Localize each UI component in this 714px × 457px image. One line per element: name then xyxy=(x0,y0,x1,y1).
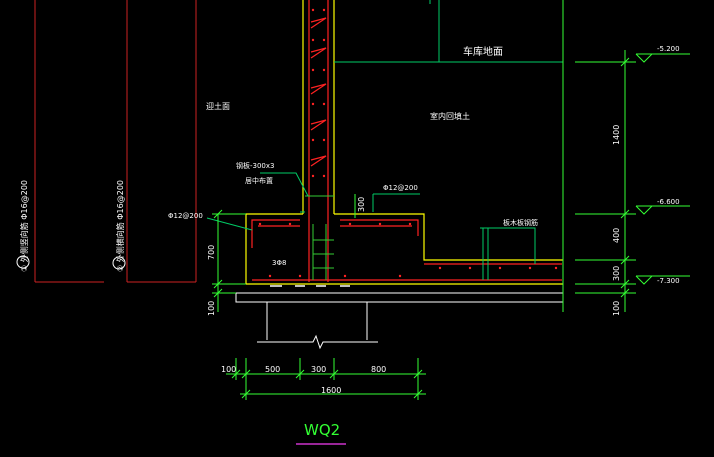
dim-bottom-total: 1600 xyxy=(321,386,341,395)
elevation-bottom: -7.300 xyxy=(657,277,680,285)
dim-left-100: 100 xyxy=(207,301,216,316)
dim-left-700: 700 xyxy=(207,245,216,260)
wall-rebar xyxy=(251,0,562,282)
rebar-note-1-text: ① 外侧竖向筋 Φ16@200 xyxy=(19,180,29,272)
drawing-title: WQ2 xyxy=(304,421,340,439)
waterstop-note-label: 居中布置 xyxy=(245,176,273,185)
leader-lines xyxy=(206,0,563,280)
dim-right-400: 400 xyxy=(612,228,621,243)
rebar-note-2: ② 外侧横向筋 Φ16@200 xyxy=(112,180,126,272)
dim-right-300: 300 xyxy=(612,266,621,281)
right-dimension xyxy=(562,0,690,312)
backfill-label: 迎土面 xyxy=(206,101,230,111)
wall-outline xyxy=(245,0,563,284)
dim-bottom-300: 300 xyxy=(311,365,326,374)
rebar-dots xyxy=(258,8,558,278)
slab-rebar-note-label: 板木板钢筋 xyxy=(503,218,538,227)
dim-bottom-500: 500 xyxy=(265,365,280,374)
left-dimension xyxy=(212,194,356,312)
rebar-note-1: ① 外侧竖向筋 Φ16@200 xyxy=(16,180,30,272)
garage-floor-label: 车库地面 xyxy=(463,45,503,58)
stirrup-note-label: 3Φ8 xyxy=(272,259,286,267)
grid-lines xyxy=(34,0,197,283)
dim-bottom-800: 800 xyxy=(371,365,386,374)
text-labels: 车库地面 迎土面 室内回填土 钢板-300x3 居中布置 Φ12@200 Φ12… xyxy=(168,45,680,395)
rebar-note-2-text: ② 外侧横向筋 Φ16@200 xyxy=(115,180,125,272)
bottom-dimension xyxy=(226,358,426,400)
dim-right-1400: 1400 xyxy=(612,125,621,145)
indoor-backfill-label: 室内回填土 xyxy=(430,111,470,121)
dim-bottom-100: 100 xyxy=(221,365,236,374)
waterstop-label: 钢板-300x3 xyxy=(236,161,274,170)
elevation-middle: -6.600 xyxy=(657,198,680,206)
rebar-top-right-label: Φ12@200 xyxy=(383,184,418,192)
column-stirrups xyxy=(305,195,334,280)
elevation-top: -5.200 xyxy=(657,45,680,53)
dim-wall-300: 300 xyxy=(357,197,366,212)
dim-right-100: 100 xyxy=(612,301,621,316)
base-slab xyxy=(235,283,564,350)
rebar-left-label: Φ12@200 xyxy=(168,212,203,220)
